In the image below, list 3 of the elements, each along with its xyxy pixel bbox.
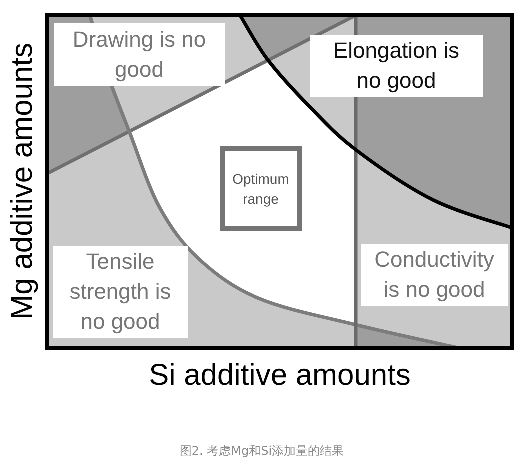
axis-title: Si additive amounts <box>149 360 411 392</box>
figure-caption: 图2. 考虑Mg和Si添加量的结果 <box>180 443 344 459</box>
axis-title: Mg additive amounts <box>7 42 39 320</box>
